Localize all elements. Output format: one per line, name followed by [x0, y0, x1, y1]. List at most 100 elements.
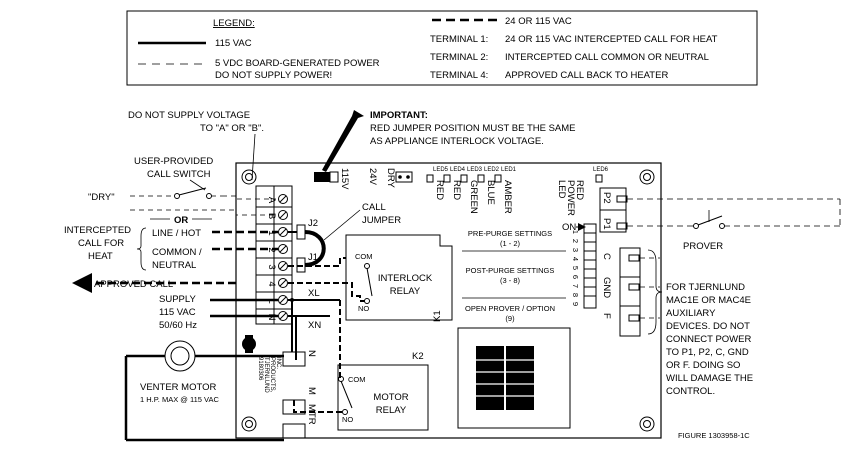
part-number-block: 9180306 TJERNLUND PRODUCTS, INC.: [242, 335, 281, 393]
venter-motor-label-2: 1 H.P. MAX @ 115 VAC: [140, 395, 219, 404]
terminal-screws: [278, 194, 288, 321]
supply-label-1: SUPPLY: [159, 294, 196, 305]
mount-hole-top-left: [241, 169, 257, 185]
label-mtr-n: N: [306, 350, 317, 357]
prover-label: PROVER: [683, 241, 723, 252]
led2: [477, 174, 485, 183]
supply-label-3: 50/60 Hz: [159, 320, 197, 331]
call-jumper: [304, 230, 326, 267]
call-jumper-label-1: CALL: [362, 202, 386, 213]
led1-color: AMBER: [502, 180, 513, 214]
important-title: IMPORTANT:: [370, 110, 428, 121]
prover-wiring: [627, 198, 841, 229]
legend-terminal-1-desc: 24 OR 115 VAC INTERCEPTED CALL FOR HEAT: [505, 34, 718, 45]
led5: [426, 174, 434, 183]
open-prover-label-2: (9): [505, 314, 515, 323]
user-call-switch: [130, 187, 276, 216]
call-jumper-label-2: JUMPER: [362, 215, 401, 226]
motor-relay: [337, 364, 429, 431]
dip-switch[interactable]: [583, 223, 597, 309]
dip-number-6: 6: [571, 275, 580, 279]
label-f: F: [601, 313, 612, 319]
terminal-label-1: 1: [266, 230, 277, 235]
k1-label: K1: [432, 310, 443, 322]
pre-purge-label-1: PRE-PURGE SETTINGS: [468, 229, 552, 238]
intercepted-label-3: HEAT: [88, 251, 113, 262]
post-purge-label-2: (3 - 8): [500, 276, 521, 285]
important-line-1: RED JUMPER POSITION MUST BE THE SAME: [370, 123, 576, 134]
led6-label-1: RED: [574, 180, 585, 200]
led6-label-3: LED: [556, 180, 567, 199]
label-j2: J2: [308, 218, 318, 229]
legend-title: LEGEND:: [213, 18, 255, 29]
legend-terminal-4-key: TERMINAL 4:: [430, 70, 488, 81]
tjernlund-note-9: CONTROL.: [666, 386, 715, 397]
mount-hole-bottom-right: [639, 416, 655, 432]
led-bank: LED5 LED4 LED3 LED2 LED1 RED RED GREEN B…: [426, 167, 609, 216]
label-dry: DRY: [385, 168, 396, 189]
k2-com: COM: [348, 375, 366, 384]
dip-number-8: 8: [571, 293, 580, 297]
led4: [443, 174, 451, 183]
dip-number-4: 4: [571, 257, 580, 261]
legend-terminal-4-desc: APPROVED CALL BACK TO HEATER: [505, 70, 668, 81]
note-no-voltage-leader: [251, 133, 256, 181]
terminal-label-4: 4: [266, 281, 277, 286]
motor-relay-label-2: RELAY: [376, 405, 407, 416]
intercepted-label-1: INTERCEPTED: [64, 225, 131, 236]
venter-motor-label-1: VENTER MOTOR: [140, 382, 216, 393]
led3-id: LED3: [467, 167, 483, 173]
terminal-label-2: 2: [266, 247, 277, 252]
note-no-voltage-2: TO "A" OR "B".: [200, 123, 264, 134]
common-label-1: COMMON /: [152, 247, 202, 258]
transformer: [457, 327, 571, 429]
important-line-2: AS APPLIANCE INTERLOCK VOLTAGE.: [370, 136, 544, 147]
internal-wiring: [288, 231, 365, 413]
user-switch-label-2: CALL SWITCH: [147, 169, 211, 180]
led2-color: BLUE: [485, 180, 496, 205]
dip-number-5: 5: [571, 266, 580, 270]
tjernlund-note-8: WILL DAMAGE THE: [666, 373, 753, 384]
k2-label: K2: [412, 351, 424, 362]
legend-terminal-1-key: TERMINAL 1:: [430, 34, 488, 45]
dip-number-7: 7: [571, 284, 580, 288]
mount-hole-bottom-left: [241, 416, 257, 432]
legend-terminal-2-desc: INTERCEPTED CALL COMMON OR NEUTRAL: [505, 52, 709, 63]
label-mtr: MTR: [306, 404, 317, 425]
tjernlund-note-2: MAC1E OR MAC4E: [666, 295, 751, 306]
intercepted-brace: [136, 227, 147, 271]
mount-hole-top-right: [639, 169, 655, 185]
motor-icon: [164, 340, 196, 372]
open-prover-label-1: OPEN PROVER / OPTION: [465, 304, 555, 313]
approved-call-label: APPROVED CALL: [94, 279, 173, 290]
line-hot-label: LINE / HOT: [152, 228, 201, 239]
dip-numbers: 1 2 3 4 5 6 7 8 9: [571, 230, 580, 306]
aux-brace: [647, 249, 663, 335]
label-mtr-m: M: [306, 387, 317, 395]
label-j1: J1: [308, 252, 318, 263]
label-xn: XN: [308, 320, 321, 331]
part-number-3: PRODUCTS,: [269, 357, 275, 393]
motor-terminals: [282, 351, 306, 439]
right-terminal-block: [619, 247, 641, 337]
led1: [494, 174, 502, 183]
legend-terminal-2-key: TERMINAL 2:: [430, 52, 488, 63]
label-c: C: [601, 253, 612, 260]
tjernlund-note-1: FOR TJERNLUND: [666, 282, 745, 293]
tjernlund-note-3: AUXILIARY: [666, 308, 716, 319]
red-jumper: [314, 172, 330, 182]
call-jumper-header: [296, 224, 326, 273]
tjernlund-note-5: CONNECT POWER: [666, 334, 751, 345]
interlock-relay-label-1: INTERLOCK: [378, 273, 433, 284]
terminal-label-b: B: [266, 213, 277, 219]
tjernlund-note-4: DEVICES. DO NOT: [666, 321, 750, 332]
interlock-relay-label-2: RELAY: [390, 286, 421, 297]
k1-no: NO: [358, 304, 369, 313]
legend-thick-dash-label: 24 OR 115 VAC: [505, 16, 572, 27]
or-label: OR: [174, 215, 188, 226]
intercepted-label-2: CALL FOR: [78, 238, 124, 249]
part-number-1: 9180306: [257, 357, 263, 381]
tjernlund-note-7: OR F. DOING SO: [666, 360, 740, 371]
pre-purge-label-2: (1 - 2): [500, 239, 521, 248]
